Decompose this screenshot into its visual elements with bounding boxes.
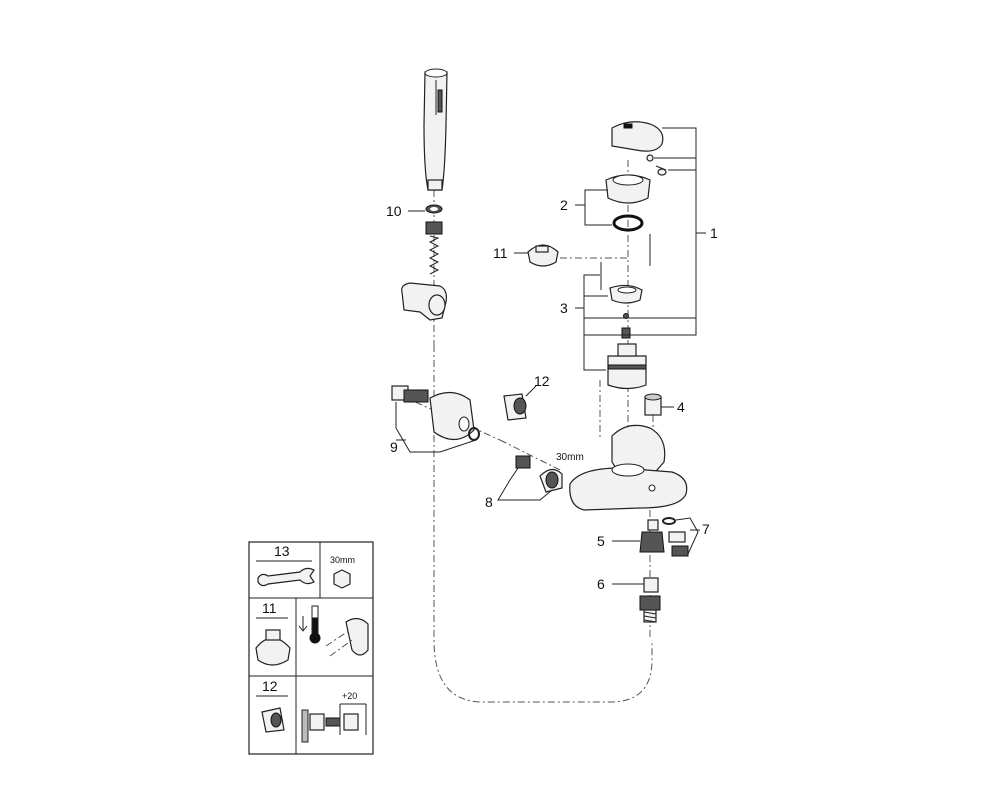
extension-12 <box>503 393 527 421</box>
o-ring-2 <box>612 214 644 232</box>
nut-icon <box>333 569 351 589</box>
diverter-5 <box>639 519 665 553</box>
callout-8: 8 <box>485 494 493 510</box>
dimension-label: 30mm <box>556 452 584 463</box>
cap-2 <box>605 174 651 204</box>
hose-path <box>433 345 653 703</box>
wall-holder <box>401 282 447 321</box>
callout-1: 1 <box>710 225 718 241</box>
legend-number-12: 12 <box>262 678 278 694</box>
cartridge-body <box>607 343 647 390</box>
callout-9: 9 <box>390 439 398 455</box>
callout-3: 3 <box>560 300 568 316</box>
mixer-body <box>569 424 688 511</box>
threaded-nipple <box>639 595 661 623</box>
callout-11: 11 <box>493 245 508 261</box>
nut-8 <box>515 455 563 493</box>
callout-6: 6 <box>597 576 605 592</box>
callout-7: 7 <box>702 521 710 537</box>
callout-4: 4 <box>677 399 685 415</box>
callout-5: 5 <box>597 533 605 549</box>
callout-2: 2 <box>560 197 568 213</box>
cartridge-nut-3 <box>609 284 643 304</box>
wall-extension-icon <box>301 704 367 743</box>
cartridge-spindle <box>621 313 631 339</box>
shower-hose <box>425 221 443 275</box>
spare-parts-table: 13 30mm 11 12 +20 <box>248 541 374 755</box>
callout-10: 10 <box>386 203 402 219</box>
legend-row-13: 13 30mm <box>256 543 355 589</box>
lever-icon <box>345 617 369 656</box>
legend-row-11: 11 <box>255 600 369 666</box>
check-valve-6 <box>643 577 659 593</box>
callout-12: 12 <box>534 373 550 389</box>
part-11-button <box>527 244 559 267</box>
aerator-set-7 <box>662 517 689 557</box>
handle-screws <box>646 154 667 176</box>
wall-connector-9 <box>391 385 475 441</box>
legend-number-13: 13 <box>274 543 290 559</box>
legend-number-11: 11 <box>262 600 277 616</box>
fixing-bolts <box>600 234 651 290</box>
legend-row-12: 12 +20 <box>256 678 367 743</box>
legend-offset: +20 <box>342 691 357 701</box>
lever-handle <box>611 121 664 152</box>
seal-10 <box>425 204 443 214</box>
hand-shower <box>423 68 448 191</box>
washer-9 <box>468 427 480 441</box>
leader-lines <box>395 127 706 585</box>
legend-size-13: 30mm <box>330 555 355 565</box>
aerator-4 <box>644 393 662 416</box>
wrench-icon <box>257 567 315 587</box>
temperature-icon <box>298 605 321 644</box>
